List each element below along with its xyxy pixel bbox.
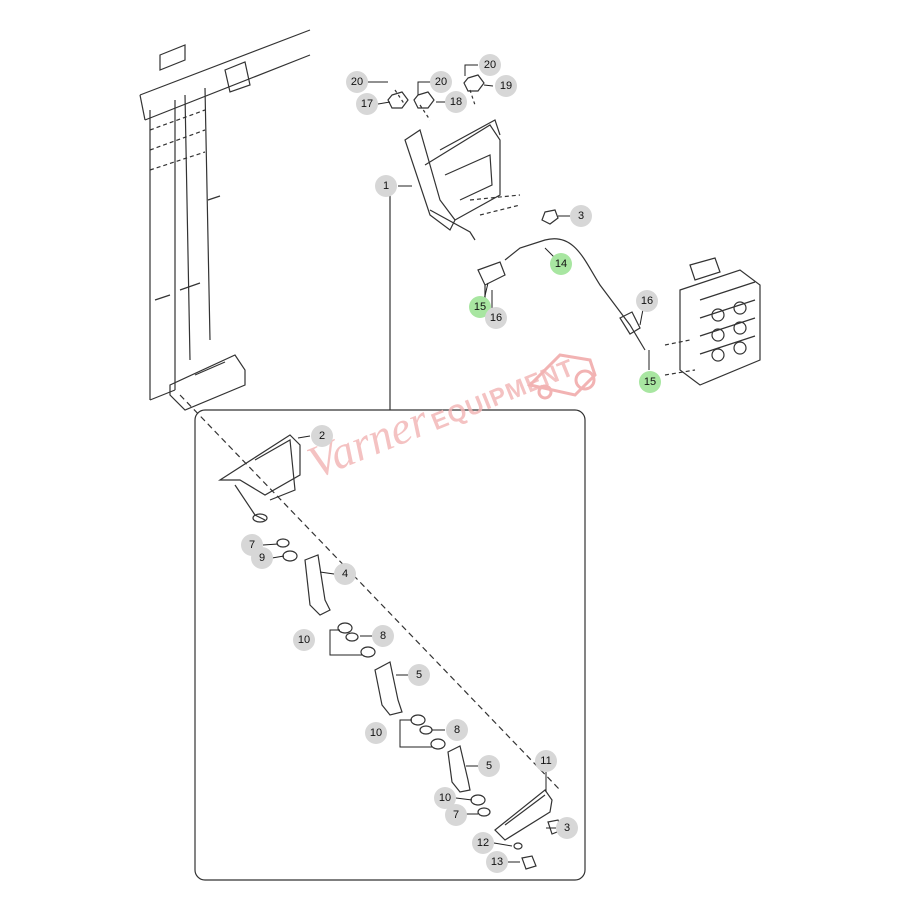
detail-box: [194, 409, 586, 881]
loader-frame: [139, 29, 311, 401]
detail-parts: [217, 434, 563, 870]
callout-10[interactable]: 10: [365, 722, 387, 744]
tractor-logo-icon: [527, 353, 597, 400]
callout-16[interactable]: 16: [636, 290, 658, 312]
callout-11[interactable]: 11: [535, 750, 557, 772]
callout-3[interactable]: 3: [570, 205, 592, 227]
callout-7[interactable]: 7: [445, 804, 467, 826]
callout-leaders: [262, 64, 650, 863]
assembly-leader: [179, 394, 561, 791]
bolt-3-top: [541, 209, 559, 225]
callout-8[interactable]: 8: [372, 625, 394, 647]
callout-2[interactable]: 2: [311, 425, 333, 447]
nuts-17-18-19: [387, 74, 485, 109]
callout-13[interactable]: 13: [486, 851, 508, 873]
callout-18[interactable]: 18: [445, 91, 467, 113]
control-valve: [664, 257, 761, 386]
callout-15[interactable]: 15: [639, 371, 661, 393]
callout-9[interactable]: 9: [251, 547, 273, 569]
frame-mount-bracket: [169, 354, 246, 411]
callout-5[interactable]: 5: [408, 664, 430, 686]
callout-17[interactable]: 17: [356, 93, 378, 115]
callout-5[interactable]: 5: [478, 755, 500, 777]
callout-12[interactable]: 12: [472, 832, 494, 854]
callout-4[interactable]: 4: [334, 563, 356, 585]
callout-10[interactable]: 10: [434, 787, 456, 809]
callout-1[interactable]: 1: [375, 175, 397, 197]
callout-14[interactable]: 14: [550, 253, 572, 275]
callout-20[interactable]: 20: [346, 71, 368, 93]
callout-8[interactable]: 8: [446, 719, 468, 741]
callout-16[interactable]: 16: [485, 307, 507, 329]
callout-10[interactable]: 10: [293, 629, 315, 651]
callout-19[interactable]: 19: [495, 75, 517, 97]
control-bracket-assembly: [394, 89, 521, 241]
callout-20[interactable]: 20: [479, 54, 501, 76]
callout-3[interactable]: 3: [556, 817, 578, 839]
callout-20[interactable]: 20: [430, 71, 452, 93]
